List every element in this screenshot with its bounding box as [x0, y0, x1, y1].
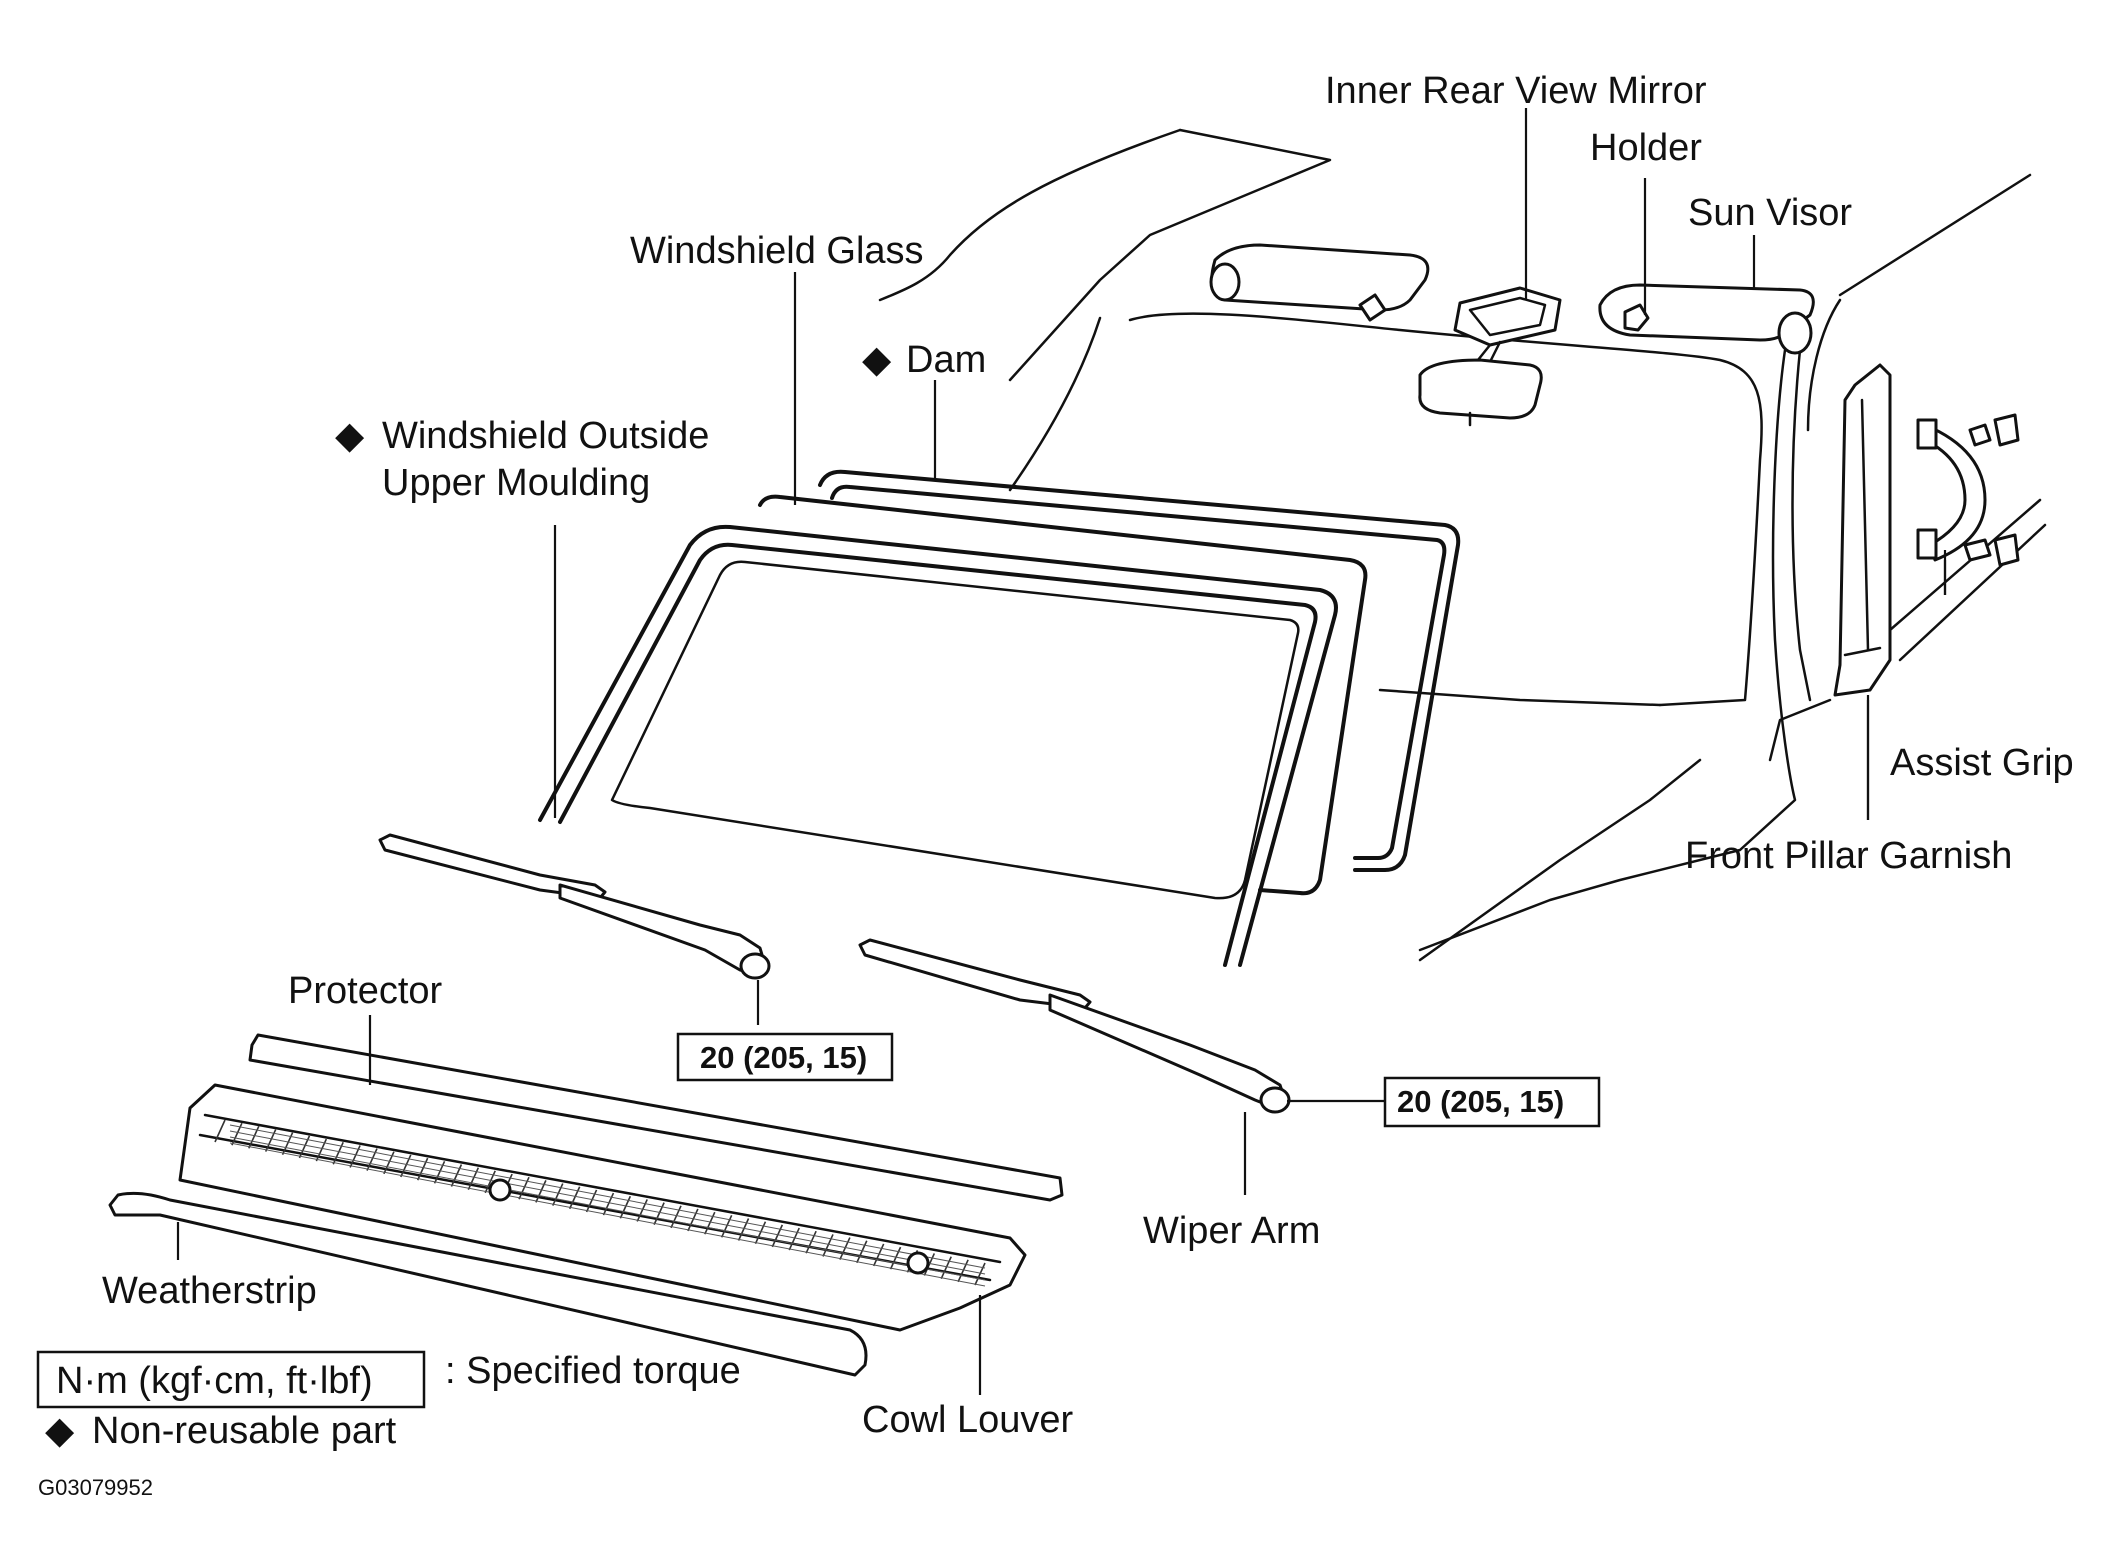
- label-cowl-louver: Cowl Louver: [862, 1399, 1074, 1441]
- label-windshield-glass: Windshield Glass: [630, 230, 924, 272]
- sun-visor-left: [1209, 243, 1430, 322]
- protector-part: [248, 1033, 1064, 1202]
- label-front-pillar-garnish: Front Pillar Garnish: [1685, 835, 2012, 877]
- louver-slat: [636, 1199, 648, 1222]
- label-wiper-arm: Wiper Arm: [1143, 1210, 1320, 1252]
- louver-grille: [214, 1119, 986, 1287]
- louver-slat: [704, 1211, 716, 1235]
- cowl-louver-part: [178, 1083, 1027, 1332]
- leader-lines: [176, 108, 1947, 1395]
- louver-slat: [771, 1224, 784, 1248]
- louver-slat: [720, 1215, 733, 1238]
- wiper-arm-left: [378, 833, 771, 980]
- torque-box-right: [1383, 1076, 1601, 1128]
- vehicle-body-outline: [878, 128, 2047, 962]
- figure-code: G03079952: [38, 1475, 153, 1500]
- label-upper-moulding-line1: Windshield Outside: [382, 415, 709, 457]
- windshield-glass-part: [758, 494, 1368, 896]
- upper-moulding-part: [538, 524, 1338, 967]
- label-sun-visor: Sun Visor: [1688, 192, 1852, 234]
- wiper-arm-right: [858, 938, 1291, 1114]
- label-protector: Protector: [288, 970, 443, 1012]
- louver-slat: [940, 1256, 952, 1279]
- diamond-icon-dam: ◆: [862, 339, 892, 381]
- louver-slat: [856, 1240, 868, 1264]
- louver-slat: [670, 1205, 682, 1229]
- weatherstrip-part: [108, 1191, 868, 1377]
- diamond-icon-legend: ◆: [45, 1410, 75, 1452]
- louver-slat: [839, 1237, 851, 1260]
- front-pillar-garnish-part: [1833, 363, 1892, 697]
- legend-torque-box: [36, 1350, 426, 1409]
- louver-slat: [889, 1246, 902, 1270]
- assist-grip-part: [1916, 413, 2020, 567]
- louver-slat: [585, 1189, 598, 1213]
- torque-value-right: 20 (205, 15): [1397, 1084, 1564, 1119]
- louver-slat: [788, 1227, 800, 1251]
- legend: N·m (kgf·cm, ft·lbf) : Specified torque …: [36, 1350, 741, 1452]
- torque-value-left: 20 (205, 15): [700, 1040, 867, 1075]
- louver-slat: [653, 1202, 665, 1225]
- louver-rib: [229, 1124, 986, 1269]
- sun-visor-right: [1598, 283, 1815, 355]
- louver-slat: [619, 1195, 632, 1219]
- louver-slat: [602, 1192, 615, 1216]
- louver-slat: [214, 1119, 226, 1143]
- louver-slat: [822, 1234, 834, 1257]
- legend-torque-desc: : Specified torque: [445, 1350, 741, 1392]
- label-assist-grip: Assist Grip: [1890, 742, 2074, 784]
- louver-slat: [687, 1208, 699, 1232]
- torque-box-left: [676, 1032, 894, 1082]
- dam-part: [818, 469, 1461, 872]
- label-weatherstrip: Weatherstrip: [102, 1270, 317, 1312]
- legend-nonreusable-desc: Non-reusable part: [92, 1410, 397, 1452]
- louver-slat: [737, 1218, 750, 1241]
- louver-slat: [974, 1262, 986, 1286]
- louver-slat: [754, 1221, 767, 1245]
- louver-rib: [229, 1130, 986, 1275]
- louver-slat: [872, 1243, 885, 1267]
- louver-rib: [229, 1142, 986, 1287]
- inner-rear-view-mirror-part: [1418, 286, 1562, 427]
- louver-slat: [568, 1186, 581, 1210]
- legend-torque-unit: N·m (kgf·cm, ft·lbf): [56, 1360, 373, 1402]
- louver-rib: [229, 1136, 986, 1281]
- label-inner-rear-view-mirror: Inner Rear View Mirror: [1325, 70, 1707, 112]
- louver-slat: [957, 1259, 969, 1283]
- label-holder: Holder: [1590, 127, 1702, 169]
- label-upper-moulding-line2: Upper Moulding: [382, 462, 650, 504]
- visor-holder: [1623, 303, 1650, 332]
- louver-slat: [805, 1230, 817, 1254]
- label-dam: Dam: [906, 339, 986, 381]
- diamond-icon-moulding: ◆: [335, 415, 365, 457]
